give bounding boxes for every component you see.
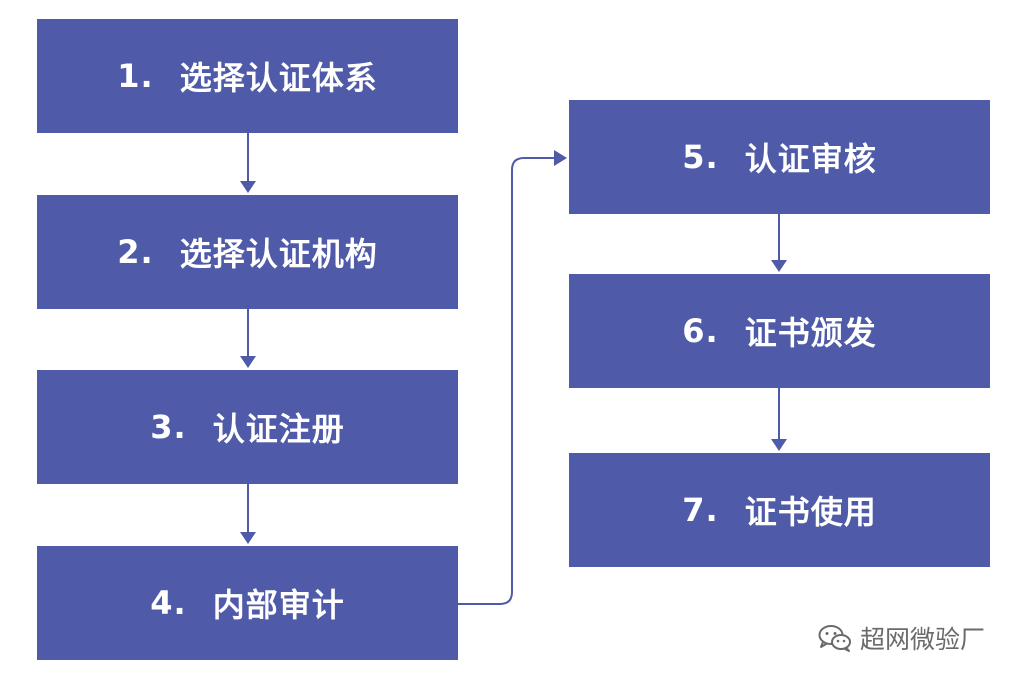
step-box-5: 5. 认证审核: [569, 100, 990, 214]
arrowhead-6-to-7: [771, 439, 787, 451]
step-number: 5.: [682, 138, 719, 176]
wechat-icon: [818, 625, 851, 652]
step-number: 6.: [682, 312, 719, 350]
step-number: 3.: [150, 408, 187, 446]
arrowhead-4-to-5: [554, 150, 567, 166]
step-number: 2.: [117, 233, 154, 271]
step-label: 选择认证体系: [179, 59, 378, 97]
step-number: 1.: [117, 57, 154, 95]
step-box-1: 1. 选择认证体系: [37, 19, 458, 133]
step-number: 7.: [682, 491, 719, 529]
step-label: 证书颁发: [744, 314, 877, 352]
step-label: 认证注册: [212, 410, 345, 448]
step-box-3: 3. 认证注册: [37, 370, 458, 484]
step-label: 证书使用: [744, 493, 877, 531]
step-number: 4.: [150, 584, 187, 622]
watermark-text: 超网微验厂: [860, 625, 986, 654]
arrowhead-3-to-4: [240, 532, 256, 544]
step-box-7: 7. 证书使用: [569, 453, 990, 567]
watermark: 超网微验厂: [818, 620, 985, 656]
arrowhead-2-to-3: [240, 356, 256, 368]
arrowhead-5-to-6: [771, 260, 787, 272]
step-box-6: 6. 证书颁发: [569, 274, 990, 388]
step-label: 内部审计: [212, 586, 345, 624]
step-box-4: 4. 内部审计: [37, 546, 458, 660]
step-label: 认证审核: [744, 140, 877, 178]
arrowhead-1-to-2: [240, 181, 256, 193]
step-label: 选择认证机构: [179, 235, 378, 273]
step-box-2: 2. 选择认证机构: [37, 195, 458, 309]
arrow-4-to-5: [458, 157, 556, 605]
